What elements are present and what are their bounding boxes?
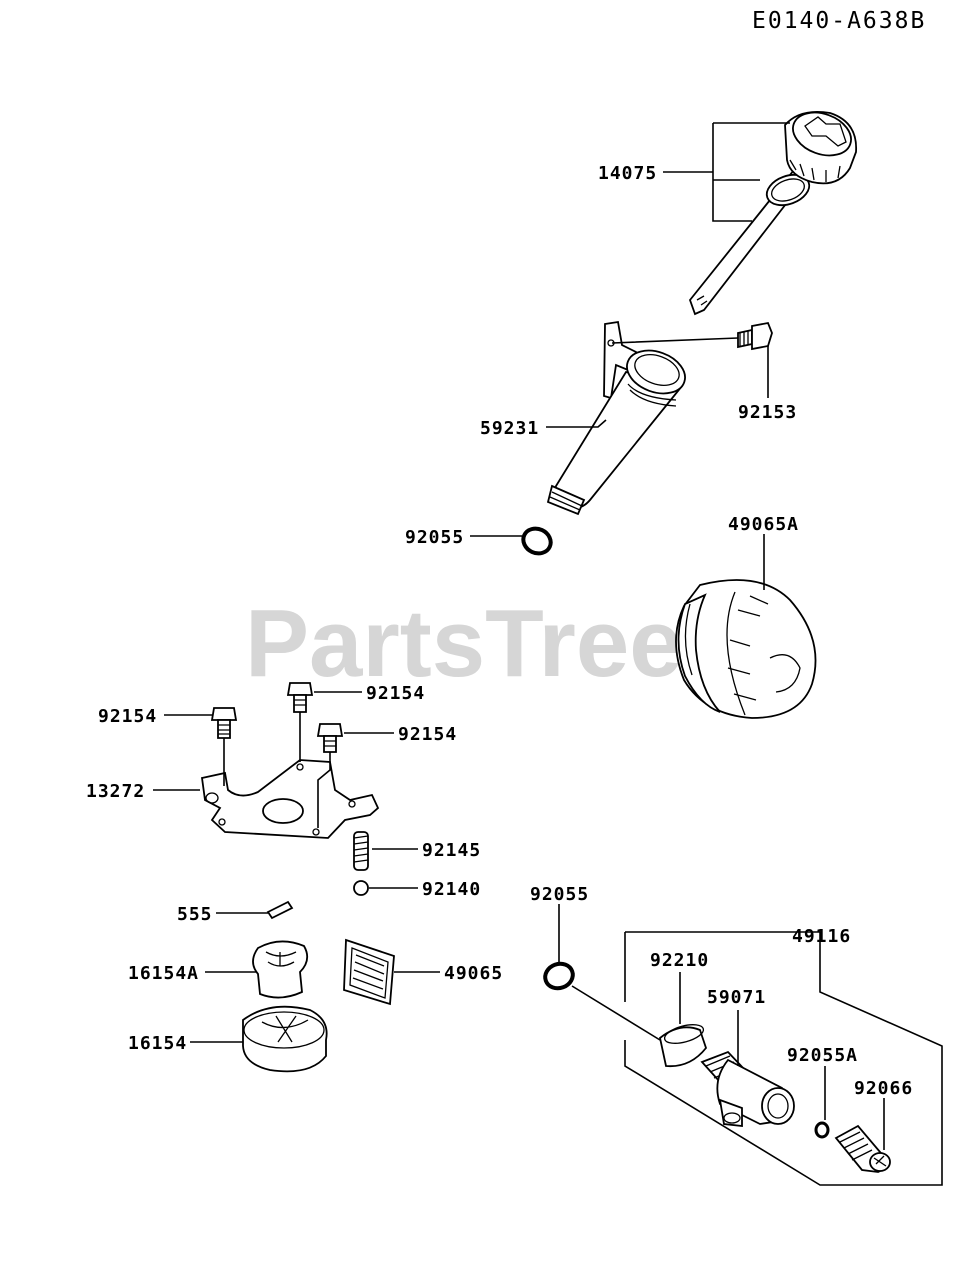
inner-rotor-16154A[interactable] <box>252 940 309 999</box>
spring-92145[interactable] <box>353 831 369 871</box>
dipstick-14075[interactable] <box>688 105 857 316</box>
label-13272: 13272 <box>86 781 145 802</box>
o-ring-92055-top[interactable] <box>519 524 555 558</box>
label-92055-mid: 92055 <box>530 884 589 905</box>
label-555: 555 <box>177 904 213 925</box>
label-92145: 92145 <box>422 840 481 861</box>
label-49065: 49065 <box>444 963 503 984</box>
label-16154: 16154 <box>128 1033 187 1054</box>
diagram-code: E0140-A638B <box>752 8 926 34</box>
label-59071: 59071 <box>707 987 766 1008</box>
watermark-text: PartsTree <box>245 590 683 697</box>
label-14075: 14075 <box>598 163 657 184</box>
nut-92210[interactable] <box>659 1021 708 1068</box>
ball-92140[interactable] <box>353 880 369 896</box>
oil-screen-49065[interactable] <box>343 938 395 1006</box>
plate-13272[interactable] <box>200 759 380 839</box>
label-92055A: 92055A <box>787 1045 858 1066</box>
label-92154-a: 92154 <box>98 706 157 727</box>
label-92140: 92140 <box>422 879 481 900</box>
label-49065A: 49065A <box>728 514 799 535</box>
screw-92066[interactable] <box>834 1124 891 1173</box>
pin-555[interactable] <box>266 900 294 920</box>
label-92153: 92153 <box>738 402 797 423</box>
label-92066: 92066 <box>854 1078 913 1099</box>
oil-filter-49065A[interactable] <box>675 579 817 719</box>
label-49116: 49116 <box>792 926 851 947</box>
bolt-92154-b[interactable] <box>286 682 314 713</box>
bolt-92154-a[interactable] <box>210 707 238 739</box>
o-ring-92055A[interactable] <box>814 1121 830 1139</box>
label-92055-top: 92055 <box>405 527 464 548</box>
outer-rotor-16154[interactable] <box>242 1005 328 1073</box>
label-59231: 59231 <box>480 418 539 439</box>
label-16154A: 16154A <box>128 963 199 984</box>
valve-body-59071[interactable] <box>700 1050 795 1128</box>
o-ring-92055-mid[interactable] <box>542 960 577 992</box>
bolt-92154-c[interactable] <box>316 723 344 753</box>
oil-filler-tube-59231[interactable] <box>546 320 691 516</box>
label-92154-c: 92154 <box>398 724 457 745</box>
label-92210: 92210 <box>650 950 709 971</box>
label-92154-b: 92154 <box>366 683 425 704</box>
bolt-92153[interactable] <box>737 321 773 351</box>
